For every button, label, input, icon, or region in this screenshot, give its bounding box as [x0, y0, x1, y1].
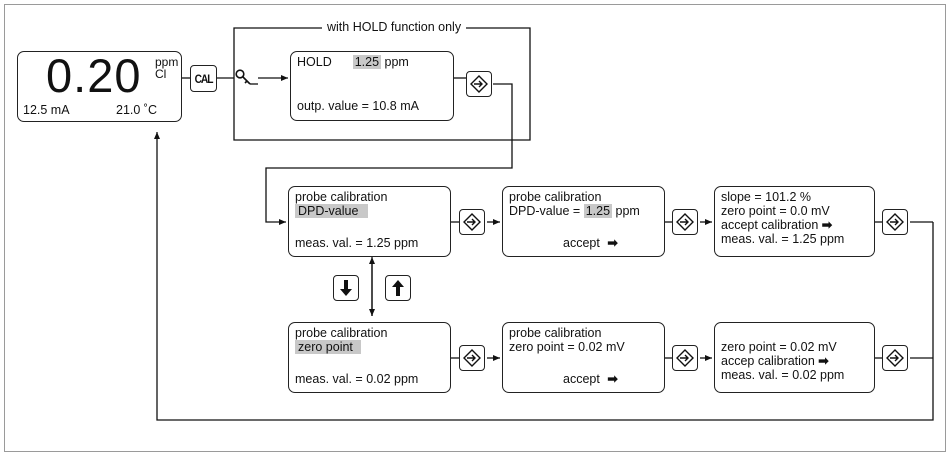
enter-button-row1-2[interactable]: [672, 209, 698, 235]
row1-box1-line2: DPD-value: [295, 204, 369, 218]
cal-label: CAL: [194, 71, 214, 86]
up-button[interactable]: [385, 275, 411, 301]
hold-unit: ppm: [384, 55, 409, 69]
measured-value: 0.20: [46, 49, 142, 102]
unit-top: ppm: [155, 55, 179, 69]
row2-box2: probe calibration zero point = 0.02 mV a…: [502, 322, 665, 393]
row2-box3-line2: accep calibration: [721, 354, 815, 368]
row2-box3-line3: meas. val. = 0.02 ppm: [721, 368, 845, 382]
row1-box1: probe calibration DPD-value meas. val. =…: [288, 186, 451, 257]
row1-box2-accept: accept: [563, 236, 600, 250]
hold-group-label: with HOLD function only: [322, 20, 467, 34]
row1-box3-line4: meas. val. = 1.25 ppm: [721, 232, 845, 246]
row1-box2: probe calibration DPD-value = 1.25 ppm a…: [502, 186, 665, 257]
row1-box3-line3: accept calibration: [721, 218, 819, 232]
enter-button-row1-3[interactable]: [882, 209, 908, 235]
row2-box1-line1: probe calibration: [295, 326, 388, 340]
up-arrow-key-icon: [392, 280, 404, 296]
enter-key-icon: [470, 75, 488, 93]
enter-key-icon: [463, 213, 481, 231]
right-arrow-icon: ➡: [818, 354, 829, 368]
enter-key-icon: [463, 349, 481, 367]
row1-box1-line1: probe calibration: [295, 190, 388, 204]
enter-key-icon: [886, 213, 904, 231]
row2-box3: zero point = 0.02 mV accep calibration ➡…: [714, 322, 875, 393]
hold-title: HOLD: [297, 55, 332, 69]
enter-button-row1-1[interactable]: [459, 209, 485, 235]
cal-button[interactable]: CAL: [190, 65, 217, 92]
enter-key-icon: [886, 349, 904, 367]
row2-box2-accept: accept: [563, 372, 600, 386]
enter-button-row2-2[interactable]: [672, 345, 698, 371]
temperature: 21.0 ˚C: [116, 103, 157, 117]
row2-box1-line2: zero point: [295, 340, 361, 354]
row2-box2-line2: zero point = 0.02 mV: [509, 340, 625, 354]
hold-output: outp. value = 10.8 mA: [297, 99, 419, 113]
current-output: 12.5 mA: [23, 103, 70, 117]
row1-box2-prefix: DPD-value =: [509, 204, 584, 218]
down-arrow-key-icon: [340, 280, 352, 296]
enter-button-hold[interactable]: [466, 71, 492, 97]
row2-box3-line1: zero point = 0.02 mV: [721, 340, 837, 354]
hold-value: 1.25: [352, 55, 382, 69]
key-icon: [235, 69, 258, 85]
enter-key-icon: [676, 349, 694, 367]
row1-box3-line2: zero point = 0.0 mV: [721, 204, 830, 218]
hold-box: HOLD 1.25 ppm outp. value = 10.8 mA: [290, 51, 454, 121]
unit-bottom: Cl: [155, 67, 167, 81]
diagram-frame: [4, 4, 946, 452]
row1-box2-value: 1.25: [583, 204, 613, 218]
row2-box1: probe calibration zero point meas. val. …: [288, 322, 451, 393]
enter-button-row2-1[interactable]: [459, 345, 485, 371]
row1-box2-line1: probe calibration: [509, 190, 602, 204]
enter-key-icon: [676, 213, 694, 231]
row1-box2-unit: ppm: [612, 204, 640, 218]
row1-box3: slope = 101.2 % zero point = 0.0 mV acce…: [714, 186, 875, 257]
row1-box3-line1: slope = 101.2 %: [721, 190, 811, 204]
row2-box1-line3: meas. val. = 0.02 ppm: [295, 372, 419, 386]
down-button[interactable]: [333, 275, 359, 301]
row2-box2-line1: probe calibration: [509, 326, 602, 340]
right-arrow-icon: ➡: [607, 372, 618, 386]
right-arrow-icon: ➡: [607, 236, 618, 250]
row1-box1-line3: meas. val. = 1.25 ppm: [295, 236, 419, 250]
main-display: 0.20 ppm Cl 12.5 mA 21.0 ˚C: [17, 51, 182, 122]
enter-button-row2-3[interactable]: [882, 345, 908, 371]
right-arrow-icon: ➡: [821, 218, 833, 232]
